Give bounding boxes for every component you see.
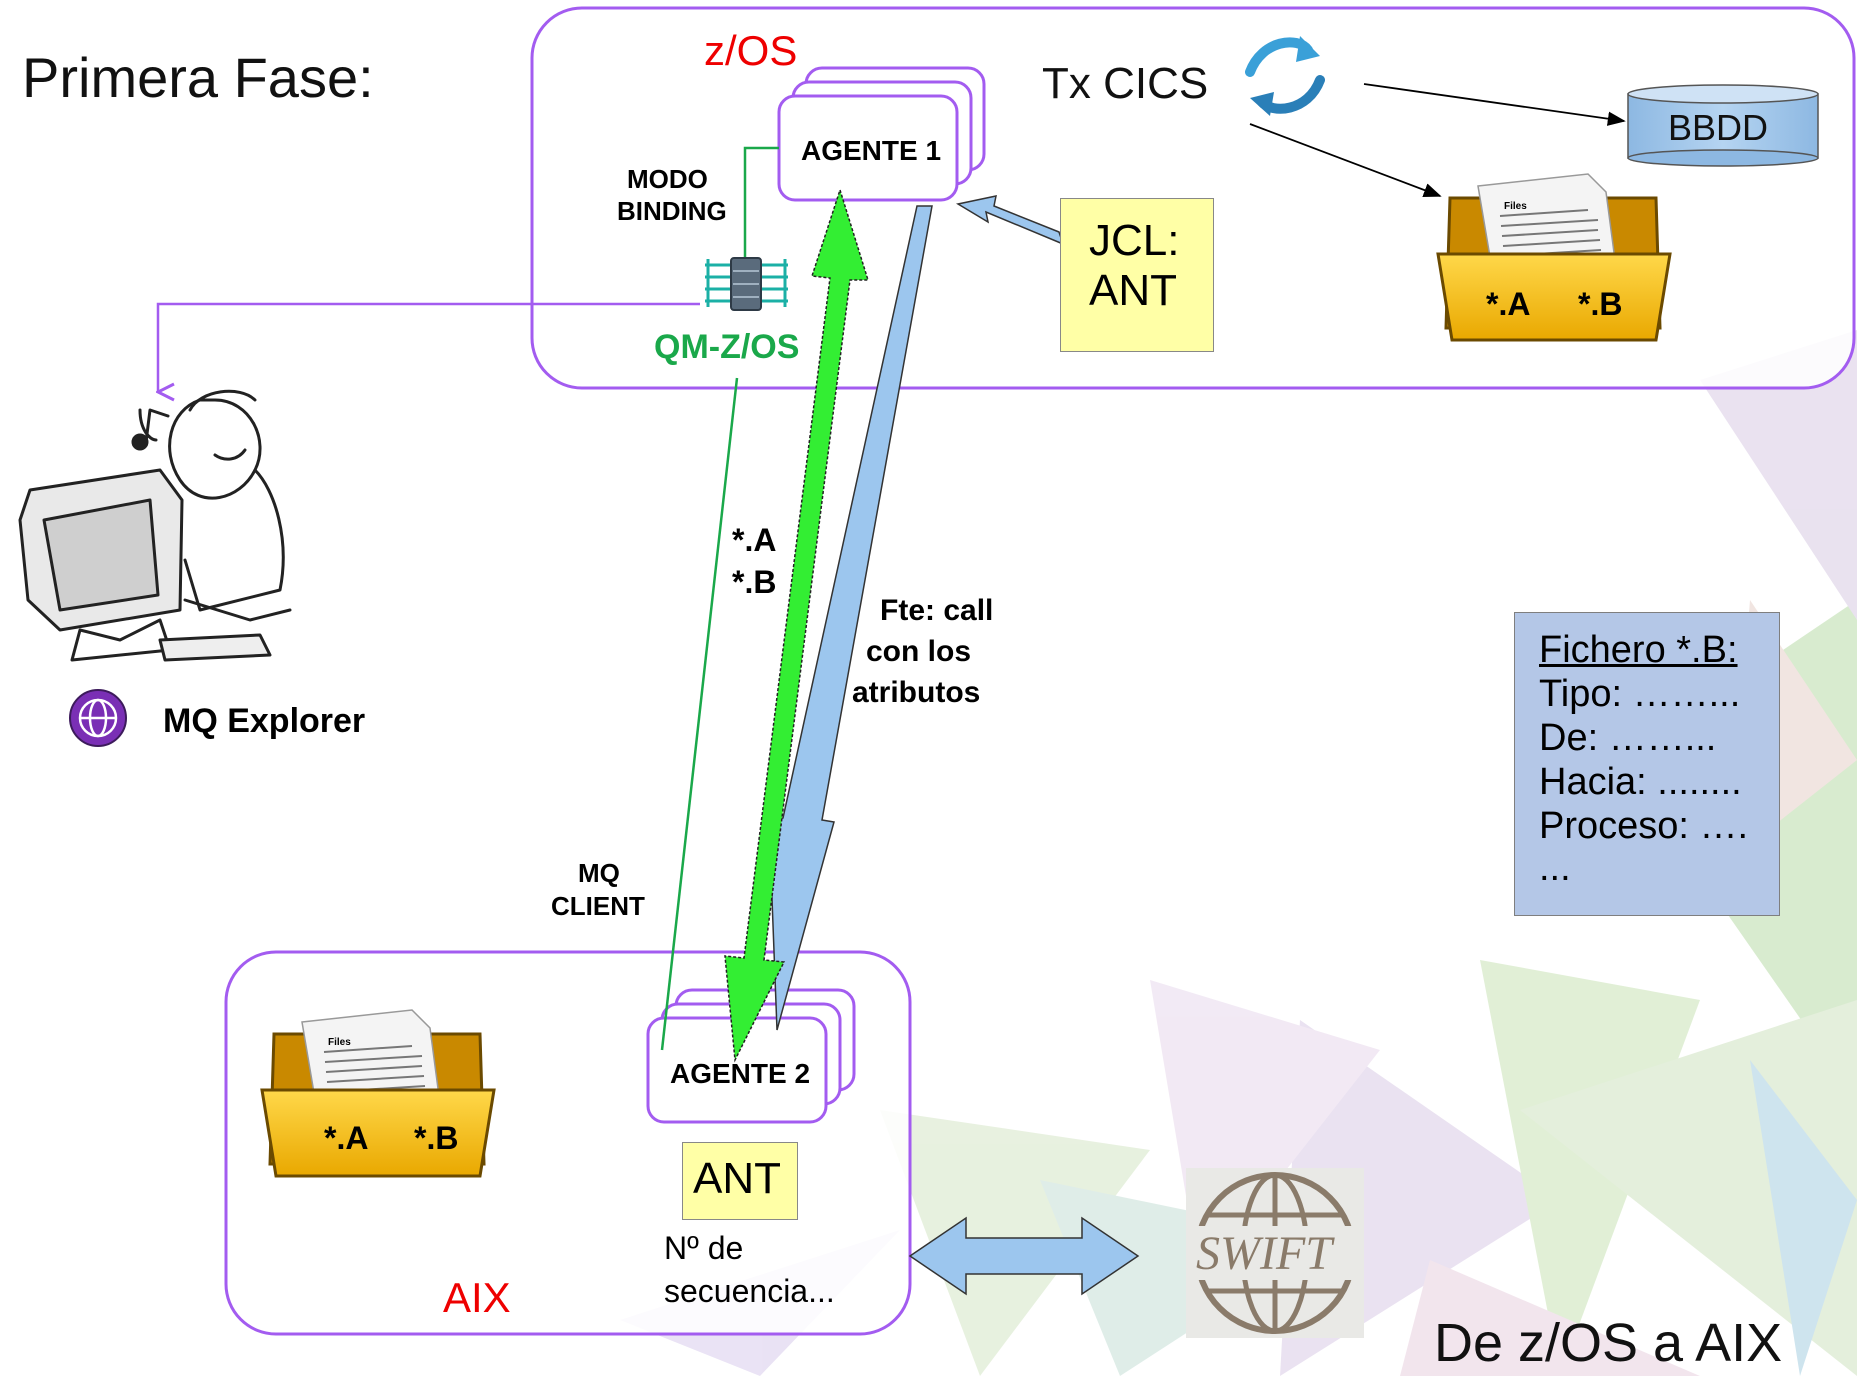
file-attributes-note: Fichero *.B: Tipo: ……... De: ……... Hacia…: [1514, 612, 1780, 916]
ant-note: ANT: [682, 1142, 798, 1220]
server-icon: [705, 257, 788, 311]
swift-logo: [1186, 1168, 1364, 1338]
cics-to-db-arrow: [1363, 83, 1626, 126]
aix-doc-title: Files: [328, 1037, 351, 1048]
agent1-label: AGENTE 1: [801, 135, 942, 166]
call-label-line2: con los: [866, 635, 972, 668]
call-label-line3: atributos: [852, 676, 981, 709]
bbdd-label: BBDD: [1668, 107, 1769, 148]
jcl-note-line1: JCL:: [1089, 216, 1180, 265]
zos-folder-file-b: *.B: [1578, 286, 1623, 322]
explorer-link: [158, 302, 700, 392]
call-label-line1: Fte: call: [880, 594, 994, 627]
slide-title: Primera Fase:: [22, 46, 374, 109]
zos-folder-file-a: *.A: [1486, 286, 1531, 322]
ant-note-text: ANT: [693, 1154, 781, 1203]
cics-to-files-arrow: [1249, 123, 1442, 197]
file-attributes-from: De: ……...: [1539, 717, 1717, 759]
swift-label: SWIFT: [1196, 1227, 1332, 1280]
file-attributes-to: Hacia: ........: [1539, 761, 1742, 803]
mq-client-line2: CLIENT: [551, 891, 645, 921]
mq-client-line1: MQ: [578, 858, 620, 888]
sequence-line1: Nº de: [664, 1230, 744, 1266]
mq-client-line: [660, 377, 739, 1051]
binding-line: [743, 146, 779, 258]
sequence-line2: secuencia...: [664, 1273, 835, 1309]
mode-binding-line2: BINDING: [617, 196, 727, 226]
database-icon: [1627, 84, 1819, 167]
user-at-computer-icon: [18, 389, 292, 662]
agent2-stack: [646, 988, 856, 1124]
file-attributes-type: Tipo: ……...: [1539, 673, 1741, 715]
swift-exchange-arrow: [908, 1216, 1140, 1296]
footer-title: De z/OS a AIX: [1434, 1313, 1783, 1373]
globe-icon: [69, 689, 127, 747]
tx-cics-label: Tx CICS: [1042, 59, 1209, 108]
file-attributes-more: ...: [1539, 847, 1571, 889]
sync-icon: [1245, 36, 1325, 116]
jcl-note-line2: ANT: [1089, 266, 1177, 315]
file-attributes-process: Proceso: ….: [1539, 805, 1749, 847]
agent1-stack: [777, 66, 986, 202]
aix-folder-file-b: *.B: [414, 1120, 459, 1156]
jcl-arrow: [955, 195, 1065, 246]
transfer-file-a: *.A: [732, 522, 777, 558]
file-attributes-header: Fichero *.B:: [1539, 629, 1738, 671]
aix-folder-file-a: *.A: [324, 1120, 369, 1156]
zos-doc-title: Files: [1504, 201, 1527, 212]
transfer-arrow: [724, 187, 870, 1063]
folder-icon-aix: [260, 1009, 496, 1178]
zos-label: z/OS: [704, 27, 798, 74]
aix-label: AIX: [443, 1274, 511, 1321]
folder-icon-zos: [1436, 173, 1672, 342]
jcl-note: JCL: ANT: [1060, 198, 1214, 352]
mode-binding-line1: MODO: [627, 164, 708, 194]
qm-zos-label: QM-Z/OS: [654, 328, 800, 366]
mq-explorer-label: MQ Explorer: [163, 702, 366, 740]
agent2-label: AGENTE 2: [670, 1058, 811, 1089]
transfer-file-b: *.B: [732, 564, 777, 600]
